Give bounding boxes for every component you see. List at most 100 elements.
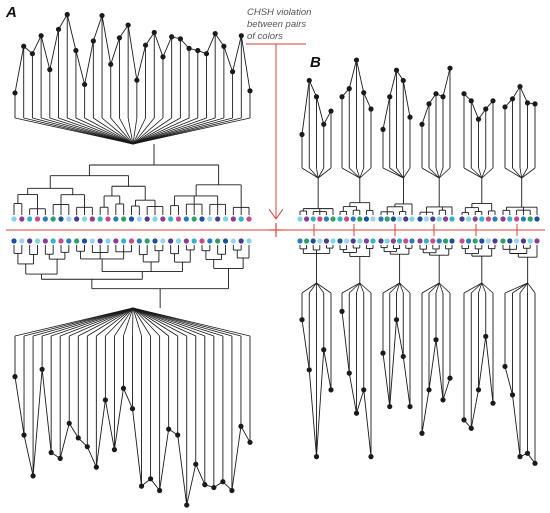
panel-a-top-leaf-dot <box>121 216 127 222</box>
panel-a-bottom-data-point <box>175 432 181 438</box>
panel-a-top-leaf-dot <box>66 216 72 222</box>
panel-b-bottom-fan-line <box>504 282 528 294</box>
panel-b-top-leaf-dot <box>397 216 403 222</box>
panel-a-bottom-fan-line <box>132 307 187 337</box>
panel-b-bottom-fan-line <box>341 282 360 294</box>
panel-b-top-leaf-dot <box>479 216 485 222</box>
panel-b-bottom-leaf-dot <box>417 238 423 244</box>
panel-b-top-data-point <box>475 116 482 122</box>
panel-a-bottom-leaf-dot <box>42 238 48 244</box>
panel-a-bottom-fan-line <box>60 307 134 337</box>
panel-b-bottom-leaf-dot <box>304 238 310 244</box>
panel-b-top-data-point <box>353 57 360 63</box>
panel-a-bottom-data-point <box>184 502 190 508</box>
panel-b-bottom-fan-line <box>435 282 440 294</box>
panel-a-bottom-fan-line <box>132 307 196 337</box>
panel-a-top-data-point <box>29 51 36 57</box>
panel-b-bottom-data-point <box>400 353 406 360</box>
panel-a-bottom-leaf-dot <box>175 238 182 244</box>
panel-b-bottom-data-point <box>461 417 467 423</box>
panel-b-top-leaf-dot <box>304 216 310 222</box>
panel-b-bottom-data-point <box>313 454 320 460</box>
panel-a-top-leaf-dot <box>74 216 80 222</box>
panel-b-bottom-data-point <box>339 308 345 314</box>
panel-b-bottom-data-point <box>387 403 393 410</box>
panel-b-bottom-data-point <box>517 454 523 460</box>
panel-a-bottom-fan-line <box>123 307 134 337</box>
panel-a-bottom-data-point <box>247 439 253 445</box>
panel-b-top-leaf-dot <box>466 216 472 222</box>
panel-b-bottom-leaf-dot <box>370 238 376 244</box>
panel-a-bottom-leaf-dot <box>66 238 72 244</box>
panel-b-top-data-point <box>483 106 489 112</box>
panel-b-bottom-leaf-dot <box>317 238 323 244</box>
panel-b-bottom-fan-line <box>316 282 325 294</box>
panel-b-bottom-data-point <box>524 450 531 456</box>
panel-b-bottom-leaf-dot <box>403 238 409 244</box>
panel-a-bottom-leaf-dot <box>58 238 64 244</box>
panel-a-bottom-leaf-dot <box>128 238 135 244</box>
panel-a-bottom-leaf-dot <box>121 238 127 244</box>
panel-b-bottom-data-point <box>502 363 508 370</box>
panel-b-top-data-point <box>524 100 531 106</box>
panel-a-top-leaf-dot <box>191 216 197 222</box>
panel-b-bottom-fan-line <box>316 282 332 294</box>
panel-a-top-leaf-dot <box>168 216 174 222</box>
panel-a-bottom-data-point <box>111 447 118 453</box>
panel-b-top-fan-line <box>512 167 522 179</box>
panel-b-top-data-point <box>346 86 352 92</box>
panel-a <box>11 11 253 508</box>
panel-b-bottom-fan-line <box>512 282 528 294</box>
panel-b-bottom-fan-line <box>348 282 361 294</box>
panel-b-top-leaf-dot <box>534 216 540 222</box>
panel-b-top-fan-line <box>438 167 444 179</box>
panel-b-bottom-data-point <box>328 387 334 393</box>
panel-b-top-leaf-dot <box>297 216 303 222</box>
panel-b-bottom-leaf-dot <box>459 238 465 244</box>
panel-a-top-fan-line <box>67 117 134 145</box>
panel-b-top-leaf-dot <box>527 216 533 222</box>
panel-b-top-leaf-dot <box>500 216 506 222</box>
panel-a-top-leaf-dot <box>105 216 111 222</box>
annotation-line-1: CHSH violation <box>247 7 311 18</box>
panel-b-top-leaf-dot <box>350 216 356 222</box>
panel-b-bottom-fan-line <box>470 282 483 294</box>
panel-a-top-fan-line <box>75 117 134 145</box>
panel-b-top-fan-line <box>519 167 523 179</box>
panel-b-bottom-fan-line <box>359 282 365 294</box>
panel-b-bottom-fan-line <box>478 282 483 294</box>
panel-b-bottom-leaf-dot <box>430 238 436 244</box>
panel-a-top-data-point <box>247 88 253 94</box>
panel-b-top-data-point <box>400 77 406 84</box>
panel-a-bottom-leaf-dot <box>11 238 17 244</box>
panel-b-bottom-leaf-dot <box>485 238 491 244</box>
panel-b-bottom-leaf-dot <box>357 238 363 244</box>
panel-b-top-fan-line <box>521 167 528 179</box>
panel-b-bottom-fan-line <box>421 282 440 294</box>
panel-b-top-fan-line <box>438 167 451 179</box>
panel-a-bottom-data-point <box>202 482 208 488</box>
panel-b-top-data-point <box>468 98 474 104</box>
panel-a-top-data-point <box>177 36 183 42</box>
panel-a-top-data-point <box>12 90 18 96</box>
panel-a-top-fan-line <box>119 117 134 145</box>
panel-a-bottom-data-point <box>48 449 54 456</box>
panel-b-bottom-data-point <box>393 317 400 323</box>
panel-b-bottom-data-point <box>426 387 432 393</box>
panel-b-bottom-fan-line <box>382 282 400 294</box>
panel-a-top-leaf-dot <box>58 216 64 222</box>
panel-b-top-data-point <box>299 131 305 138</box>
panel-b-top-data-point <box>419 121 425 127</box>
annotation: CHSH violation between pairs of colors <box>246 7 311 237</box>
panel-a-bottom-data-point <box>211 484 217 491</box>
panel-b-bottom-data-point <box>407 403 413 410</box>
panel-b-top-leaf-dot <box>337 216 343 222</box>
panel-b-top-fan-line <box>463 167 482 179</box>
panel-a-top-data-point <box>203 51 210 57</box>
panel-b-top-fan-line <box>504 167 522 179</box>
panel-b-bottom-data-point <box>346 370 352 376</box>
panel-b-top-leaf-dot <box>390 216 396 222</box>
panel-a-top-leaf-dot <box>230 216 236 222</box>
panel-a-bottom-leaf-dot <box>207 238 213 244</box>
